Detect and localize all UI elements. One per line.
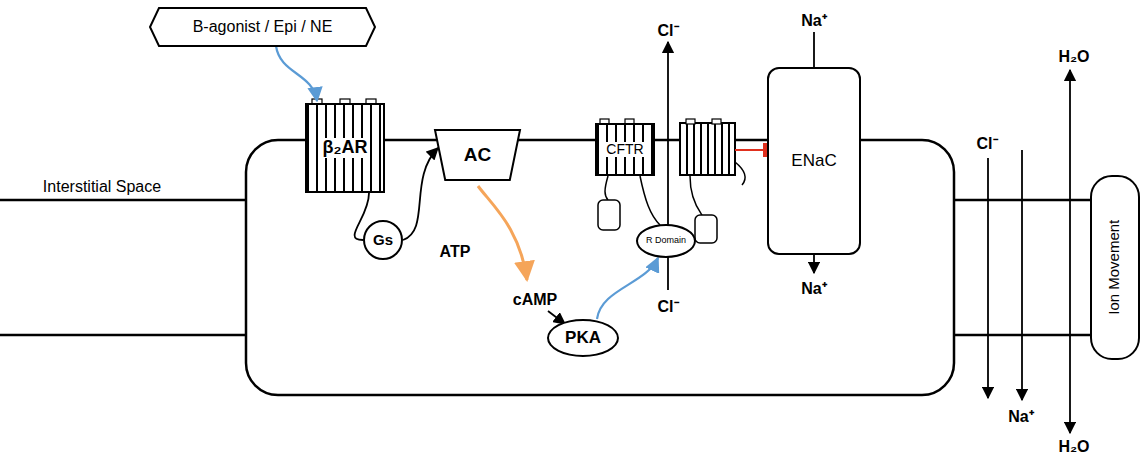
node-text: AC (464, 145, 491, 166)
ion-label: Na⁺ (1006, 405, 1035, 427)
ion-label: Na⁺ (799, 9, 828, 31)
molecule-label: cAMP (511, 291, 559, 309)
molecule-label: ATP (438, 243, 473, 261)
receptor-box: β₂AR (305, 103, 385, 193)
node-text: CFTR (603, 142, 646, 157)
side-box: Ion Movement (1090, 175, 1140, 360)
node-text: β₂AR (320, 138, 371, 158)
ion-label: Cl⁻ (975, 132, 1000, 154)
signal-arrow (597, 258, 658, 319)
node-text: ENaC (791, 152, 836, 171)
enzyme-box: AC (435, 130, 520, 180)
ion-label: H₂O (1056, 438, 1091, 456)
ion-label: Cl⁻ (656, 295, 681, 317)
node-text: Gs (373, 232, 393, 249)
node-text: PKA (565, 329, 601, 348)
node-text: B-agonist / Epi / NE (193, 18, 333, 36)
ion-label: Cl⁻ (656, 19, 681, 41)
region-label: Interstitial Space (41, 178, 163, 196)
kinase-ellipse: PKA (547, 319, 619, 357)
ion-label: H₂O (1056, 48, 1091, 66)
signal-arrow (403, 148, 438, 240)
domain-ellipse: R Domain (636, 224, 696, 258)
signal-arrow (276, 46, 317, 101)
g-protein-circle: Gs (363, 220, 403, 260)
node-text: Ion Movement (1107, 220, 1124, 315)
channel-box: CFTR (595, 123, 655, 176)
node-text: R Domain (645, 236, 687, 246)
channel-box: ENaC (767, 67, 861, 255)
ion-label: Na⁺ (799, 277, 828, 299)
agonist-box: B-agonist / Epi / NE (150, 8, 375, 46)
